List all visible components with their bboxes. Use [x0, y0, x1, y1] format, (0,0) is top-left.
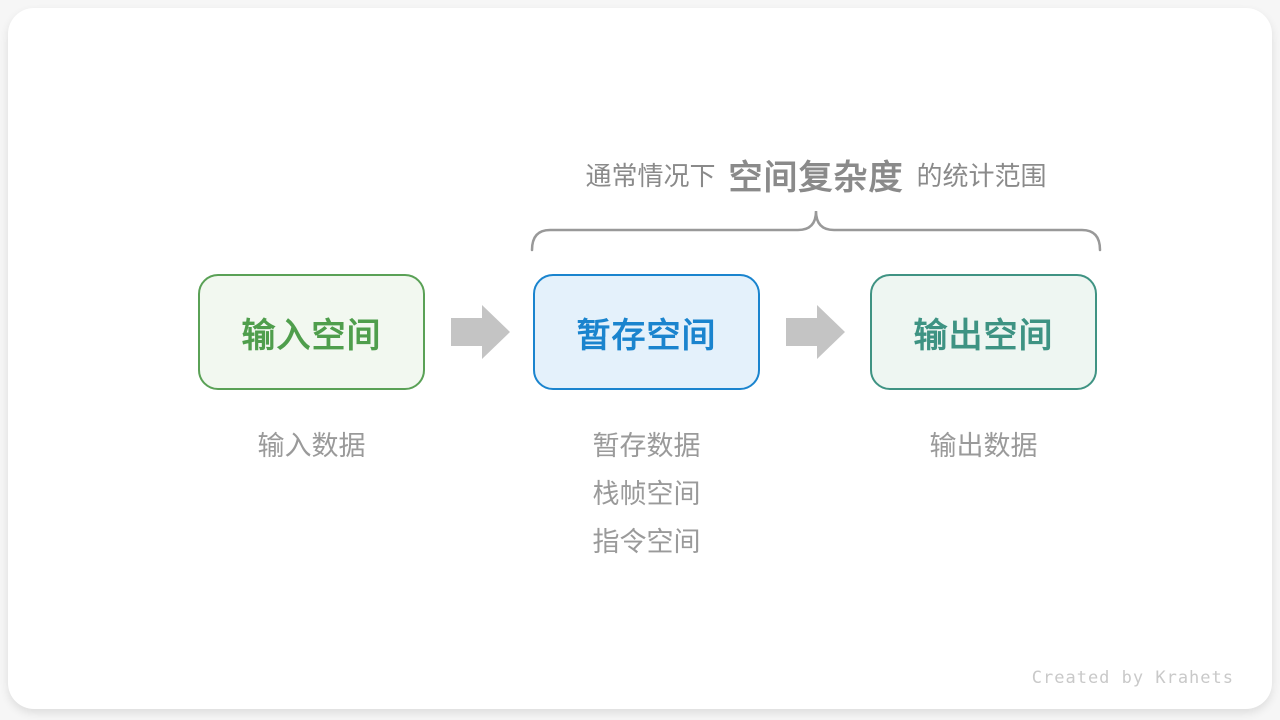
input-space-notes: 输入数据 — [198, 422, 425, 470]
note-temporary-data: 暂存数据 — [592, 431, 701, 461]
title-prefix: 通常情况下 — [585, 160, 716, 191]
diagram-title: 通常情况下 空间复杂度 的统计范围 — [508, 148, 1124, 200]
input-space-box: 输入空间 — [198, 274, 425, 390]
note-instruction-space: 指令空间 — [592, 527, 701, 557]
output-space-label: 输出空间 — [913, 316, 1054, 355]
note-input-data: 输入数据 — [257, 431, 366, 461]
title-suffix: 的统计范围 — [916, 160, 1047, 191]
input-space-label: 输入空间 — [241, 316, 382, 355]
temporary-space-label: 暂存空间 — [576, 316, 717, 355]
note-output-data: 输出数据 — [929, 431, 1038, 461]
title-highlight: 空间复杂度 — [728, 158, 904, 197]
output-space-notes: 输出数据 — [870, 422, 1097, 470]
temporary-space-box: 暂存空间 — [533, 274, 760, 390]
right-arrow-icon — [451, 305, 510, 359]
curly-brace-icon — [530, 210, 1102, 252]
credit-text: Created by Krahets — [1031, 668, 1234, 688]
temporary-space-notes: 暂存数据 栈帧空间 指令空间 — [533, 422, 760, 566]
note-stack-frame-space: 栈帧空间 — [592, 479, 701, 509]
diagram-card: 通常情况下 空间复杂度 的统计范围 输入空间 暂存空间 输出空间 输入数据 暂存… — [8, 8, 1272, 709]
right-arrow-icon — [786, 305, 845, 359]
output-space-box: 输出空间 — [870, 274, 1097, 390]
